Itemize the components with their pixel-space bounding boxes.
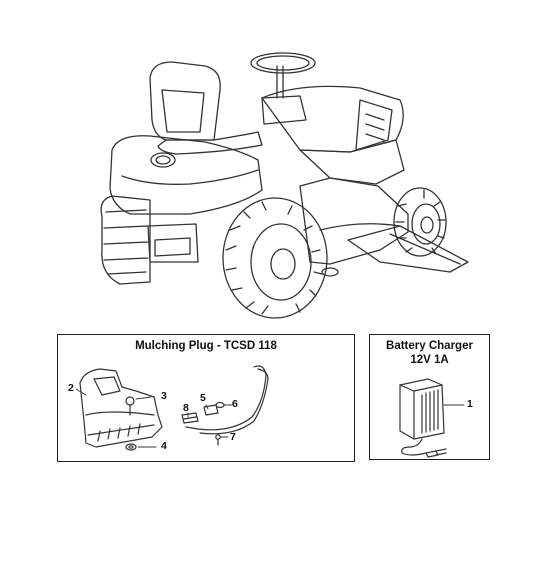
discharge-chute [347, 225, 469, 273]
mulching-plug-parts-illustration [75, 365, 269, 451]
callout-5: 5 [200, 392, 206, 404]
charger-cable [401, 438, 427, 456]
bracket-part-5 [203, 404, 219, 416]
rear-fender [109, 135, 263, 215]
callout-1: 1 [467, 398, 473, 410]
battery-charger-title: Battery Charger 12V 1A [370, 339, 489, 367]
callout-3: 3 [161, 390, 167, 402]
rear-wheel-left [100, 195, 151, 285]
mulching-plug-panel: Mulching Plug - TCSD 118 [57, 334, 355, 462]
lawn-tractor-illustration [100, 52, 469, 319]
front-wheel [393, 187, 447, 257]
callout-7: 7 [230, 431, 236, 443]
callout-2: 2 [68, 382, 74, 394]
callout-4: 4 [161, 440, 167, 452]
mulching-rod [185, 365, 267, 431]
bolt-part-3 [125, 396, 135, 406]
callout-6: 6 [232, 398, 238, 410]
mulching-plug-title: Mulching Plug - TCSD 118 [135, 340, 277, 352]
charger-body [399, 378, 445, 440]
clip-part-8 [181, 412, 199, 424]
rear-wheel-right [222, 197, 328, 319]
seat [149, 61, 221, 141]
battery-charger-title-line2: 12V 1A [410, 354, 449, 366]
mower-deck [299, 177, 409, 265]
hood [261, 85, 404, 153]
callout-8: 8 [183, 402, 189, 414]
nut-part-4 [125, 443, 137, 451]
washer-part-6 [215, 401, 225, 409]
battery-charger-title-line1: Battery Charger [386, 340, 473, 352]
battery-charger-illustration [399, 378, 465, 458]
battery-charger-panel: Battery Charger 12V 1A 1 [369, 334, 490, 460]
mulching-plug-body [79, 368, 163, 448]
